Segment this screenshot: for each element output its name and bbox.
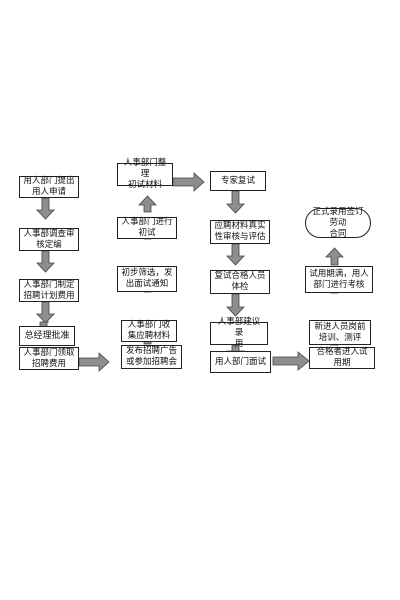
node-publish-ads: 发布招聘广告 或参加招聘会: [121, 345, 182, 369]
arrow-n10-n11: [172, 172, 205, 192]
node-hr-collect-applications: 人事部门收 集应聘材料: [121, 320, 177, 342]
arrow-n2-n3: [36, 250, 55, 273]
node-authenticity-review: 应聘材料真实 性审核与评估: [210, 220, 270, 244]
node-hr-collect-funds: 人事部门领取 招聘费用: [19, 347, 79, 370]
arrow-n9-n10: [138, 195, 157, 213]
arrow-n5-n6: [78, 352, 110, 372]
node-medical-check: 复试合格人员 体检: [210, 270, 270, 294]
node-hr-recommend-hire: 人事部建议录 用: [210, 317, 268, 349]
node-gm-approval: 总经理批准: [19, 326, 75, 346]
arrow-n1-n2: [36, 197, 55, 220]
arrow-n15-n19: [272, 351, 310, 371]
arrow-n12-n13: [226, 243, 245, 266]
node-hr-first-interview: 人事部门进行 初试: [117, 217, 177, 239]
arrow-n17-n16: [325, 247, 344, 266]
node-hr-organize-materials: 人事部门整理 初试材料: [117, 158, 173, 190]
node-expert-reinterview: 专家复试: [210, 171, 266, 191]
node-probation-assessment: 试用期满，用人 部门进行考核: [305, 266, 373, 293]
node-formal-contract: 正式录用签订劳动 合同: [305, 207, 371, 239]
node-hr-review-headcount: 人事部调查审 核定编: [19, 228, 79, 251]
node-user-dept-request: 用人部门提出 用人申请: [19, 176, 79, 198]
node-orientation-training: 新进人员岗前 培训、测评: [309, 320, 371, 345]
arrow-n3-n4: [36, 301, 55, 324]
arrow-n13-n14: [226, 293, 245, 317]
node-user-dept-interview: 用人部门面试: [210, 351, 271, 373]
node-probation-entry: 合格者进入试 用期: [309, 347, 375, 369]
node-hr-recruit-plan: 人事部门制定 招聘计划费用: [19, 279, 79, 302]
node-initial-screening: 初步筛选，发 出面试通知: [117, 266, 177, 292]
arrow-n11-n12: [226, 190, 245, 214]
